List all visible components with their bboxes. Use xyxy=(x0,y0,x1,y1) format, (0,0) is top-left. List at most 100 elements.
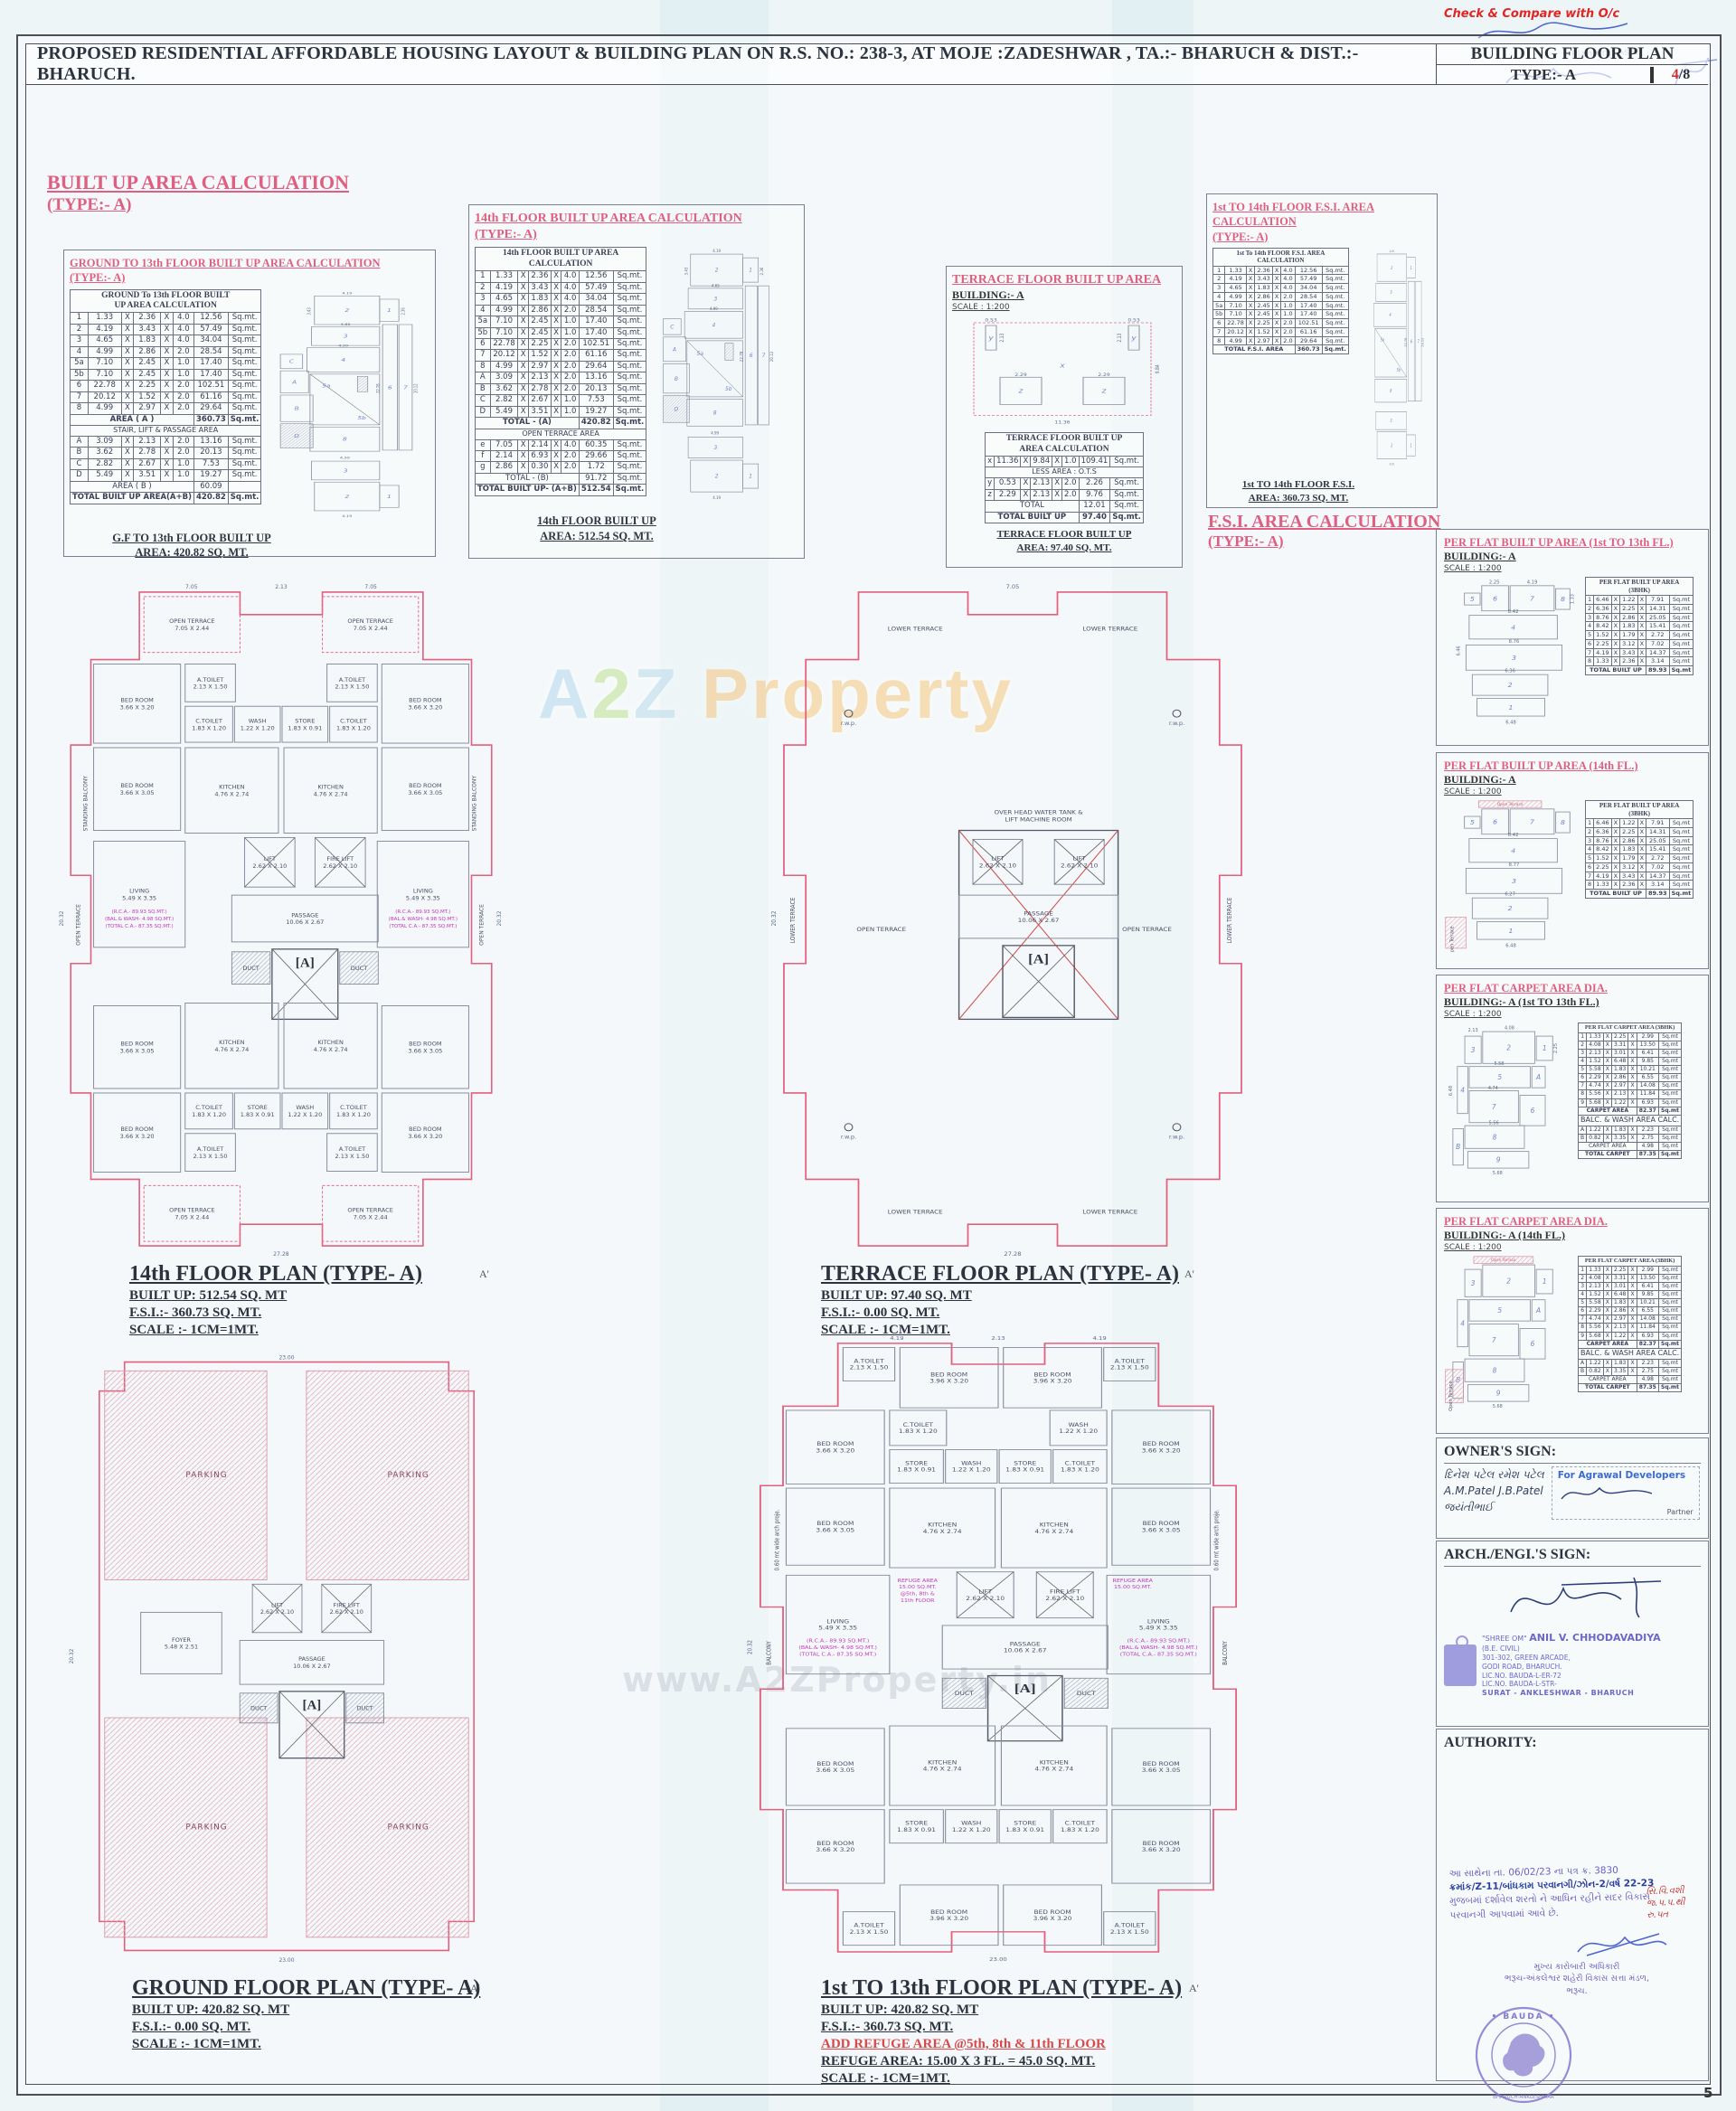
room-label-line: BED ROOM xyxy=(816,1521,854,1527)
terrace-calc-section: TERRACE FLOOR BUILT UP AREA BUILDING:- A… xyxy=(946,266,1183,568)
table-cell: Sq.mt xyxy=(1657,1081,1683,1091)
table-cell: e xyxy=(475,438,491,452)
table-cell: 2.0 xyxy=(1280,326,1296,337)
plan-room xyxy=(785,1487,885,1566)
plan-text: 2.13 xyxy=(999,334,1005,343)
plan-room xyxy=(399,324,413,450)
room-label-line: 2.62 X 2.10 xyxy=(260,1608,294,1616)
table-cell: X xyxy=(1602,1133,1612,1143)
plan-text: (TOTAL C.A.- 87.35 SQ.MT.) xyxy=(389,924,457,929)
developer-stamp-role: Partner xyxy=(1666,1508,1694,1516)
table-cell: X xyxy=(1602,1081,1612,1091)
room-label-line: A xyxy=(1535,1306,1541,1315)
table-cell: X xyxy=(120,435,135,448)
table-cell: X xyxy=(1628,1358,1637,1368)
table-cell: TOTAL F.S.I. AREA xyxy=(1212,344,1296,355)
room-label-line: A.TOILET xyxy=(197,676,223,683)
room-label: 9 xyxy=(1496,1390,1501,1398)
room-label: DUCT xyxy=(250,1705,267,1712)
table-cell: 1.33 xyxy=(1224,265,1247,276)
table-cell: Sq.mt xyxy=(1668,665,1694,675)
table-cell: 5.49 xyxy=(87,469,122,482)
table-cell: 2.97 xyxy=(1610,1081,1629,1091)
table-cell: 3.14 xyxy=(1646,880,1670,891)
developer-stamp: For Agrawal Developers Partner xyxy=(1551,1466,1700,1520)
room-label-line: 10.06 X 2.67 xyxy=(1004,1647,1047,1654)
room-label-line: 2.13 X 1.50 xyxy=(850,1364,889,1371)
plan-room xyxy=(184,1133,236,1173)
plan-room xyxy=(322,596,420,654)
plan-room xyxy=(1465,645,1563,671)
table-cell: X xyxy=(1637,871,1647,881)
plan-room xyxy=(1415,280,1422,401)
table-cell: 4.65 xyxy=(87,335,122,347)
room-label-line: 2.62 X 2.10 xyxy=(966,1596,1005,1602)
terrace-scale: SCALE : 1:200 xyxy=(952,303,1010,313)
table-cell: 2.36 xyxy=(133,312,162,325)
room-label-line: DUCT xyxy=(1077,1691,1097,1697)
table-cell: X xyxy=(517,382,529,396)
plan-room xyxy=(306,1717,469,1938)
room-label-line: 7.05 X 2.44 xyxy=(354,625,388,632)
plan-room xyxy=(1468,838,1558,863)
room-label-line: BED ROOM xyxy=(930,1371,967,1378)
room-label-line: 1.83 X 1.20 xyxy=(192,1111,226,1118)
table-cell: Sq.mt. xyxy=(612,326,647,339)
table-cell: Sq.mt xyxy=(1657,1141,1683,1151)
table-cell: X xyxy=(1637,844,1647,855)
officer-line: ભરૂચ-અંકલેશ્વર શહેરી વિકાસ સત્તા મંડળ, xyxy=(1505,1974,1649,1984)
table-cell: D xyxy=(475,405,491,419)
table-cell: B xyxy=(1577,1133,1588,1143)
table-cell: 22.78 xyxy=(489,337,519,351)
signature-scribble xyxy=(1561,1486,1652,1500)
table-cell: 5b xyxy=(70,368,89,382)
plan-room xyxy=(986,1674,1063,1742)
stamp-text-bottom: BHARUCH-ANKLESHWAR xyxy=(1493,2095,1554,2100)
plan-text: 7.05 xyxy=(185,584,198,590)
room-label-line: 1.83 X 0.91 xyxy=(1005,1466,1044,1473)
table-cell: X xyxy=(1628,1265,1637,1275)
table-cell: Sq.mt xyxy=(1668,656,1694,667)
table-cell: Sq.mt xyxy=(1657,1366,1683,1376)
table-cell: X xyxy=(120,335,135,347)
table-cell: X xyxy=(1602,1040,1612,1050)
table-cell: X xyxy=(1637,826,1647,837)
plan-room xyxy=(688,437,744,459)
room-label-line: STORE xyxy=(905,1820,928,1826)
officer-line: મુખ્ય કારોબારી અધિકારી xyxy=(1533,1962,1620,1972)
room-label-line: 6 xyxy=(1410,338,1412,344)
plan-room xyxy=(309,373,381,425)
room-label-line: z xyxy=(1101,388,1108,395)
box-heading: PER FLAT CARPET AREA DIA. xyxy=(1444,1215,1608,1228)
stamp-line: 301-302, GREEN ARCADE, xyxy=(1482,1654,1571,1663)
room-label-line: BED ROOM xyxy=(816,1761,854,1767)
table-cell: 1.0 xyxy=(172,368,194,382)
room-label-line: 2.13 X 1.50 xyxy=(1110,1928,1149,1935)
plan-room xyxy=(1509,808,1555,835)
table-cell: 5a xyxy=(475,316,491,328)
section-marker: A' xyxy=(1184,1268,1194,1280)
table-cell: X xyxy=(1610,835,1621,846)
plan-room xyxy=(93,1004,182,1089)
plan-room xyxy=(1509,585,1555,612)
table-cell: Sq.mt. xyxy=(227,447,262,459)
table-cell: 1.22 xyxy=(1610,1098,1629,1107)
table-cell: 57.49 xyxy=(193,323,229,336)
table-cell: 1.79 xyxy=(1619,853,1638,863)
plan-room xyxy=(1477,921,1545,940)
table-cell: X xyxy=(1628,1315,1637,1324)
table-cell: 6 xyxy=(1584,638,1595,649)
plan-text: 5a xyxy=(1381,336,1384,343)
room-label: 2 xyxy=(715,474,719,480)
room-label-line: 4 xyxy=(342,356,346,363)
plan-text: 5b xyxy=(358,414,366,420)
table-cell: X xyxy=(1020,477,1032,490)
room-label-line: 5 xyxy=(1470,596,1475,604)
table-cell: X xyxy=(1020,488,1032,502)
